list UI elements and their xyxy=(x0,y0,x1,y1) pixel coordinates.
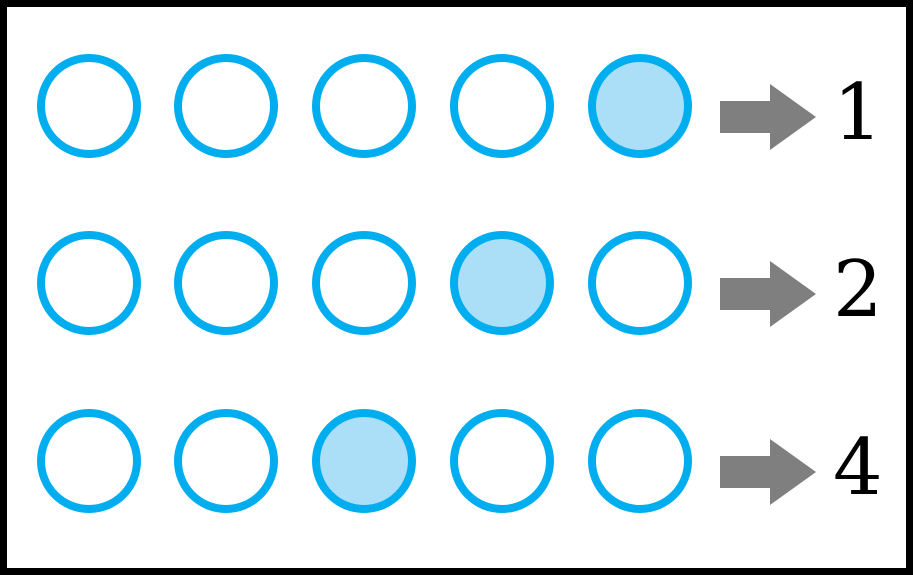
right-arrow-icon xyxy=(720,261,816,327)
circle-empty xyxy=(312,231,416,335)
circle-filled xyxy=(312,409,416,513)
row-value: 1 xyxy=(833,68,883,158)
circle-empty xyxy=(174,231,278,335)
row-3: 4 xyxy=(7,409,913,529)
row-1: 1 xyxy=(7,54,913,174)
circle-empty xyxy=(174,54,278,158)
circle-empty xyxy=(588,409,692,513)
circle-empty xyxy=(450,54,554,158)
circle-empty xyxy=(450,409,554,513)
circle-filled xyxy=(588,54,692,158)
right-arrow-icon xyxy=(720,439,816,505)
right-arrow-icon xyxy=(720,84,816,150)
circle-empty xyxy=(37,231,141,335)
circle-filled xyxy=(450,231,554,335)
circle-empty xyxy=(174,409,278,513)
row-value: 2 xyxy=(833,245,883,335)
row-value: 4 xyxy=(833,423,883,513)
circle-empty xyxy=(588,231,692,335)
row-2: 2 xyxy=(7,231,913,351)
circle-empty xyxy=(312,54,416,158)
circle-empty xyxy=(37,54,141,158)
circle-empty xyxy=(37,409,141,513)
